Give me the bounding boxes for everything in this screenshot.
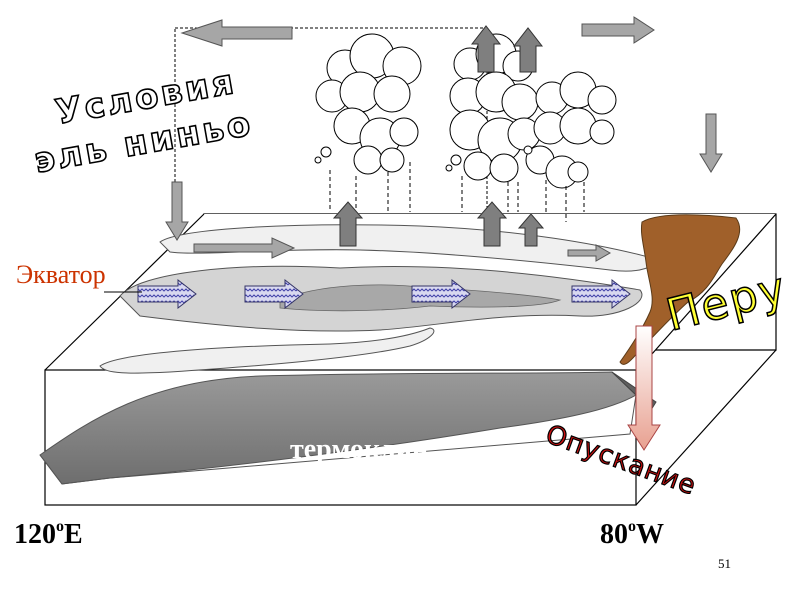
upper-wind-arrows bbox=[180, 16, 655, 47]
downwelling-arrow bbox=[627, 325, 661, 451]
equator-label: Экватор bbox=[16, 260, 106, 289]
sinking-air-arrows bbox=[165, 113, 723, 241]
page-number: 51 bbox=[718, 556, 731, 571]
surface-wind-arrows bbox=[193, 237, 612, 262]
thermocline-label: термоклин bbox=[290, 434, 428, 465]
warm-current-arrows bbox=[137, 278, 631, 310]
cloud-group-west bbox=[314, 33, 422, 175]
rising-air-arrows bbox=[332, 25, 545, 247]
coord-east-label: 80oW bbox=[600, 518, 664, 550]
cloud-group-east bbox=[523, 71, 617, 189]
title-label: Условия эль ниньо bbox=[31, 61, 257, 182]
cloud-group-central bbox=[445, 33, 541, 183]
rain-streaks bbox=[329, 162, 585, 222]
coord-west-label: 120oE bbox=[14, 518, 83, 550]
